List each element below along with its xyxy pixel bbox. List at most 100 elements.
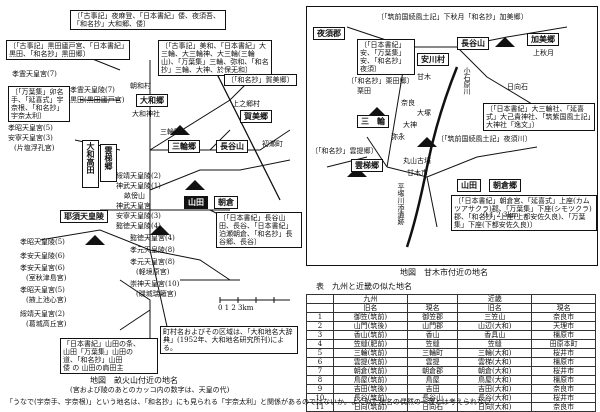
table-row-cell: 朝倉(筑前) bbox=[332, 366, 409, 376]
r-top-note: 〔「筑前国続風土記」下秋月「和名抄」加美郷〕 bbox=[377, 13, 528, 21]
r-amagi: 甘木 bbox=[417, 73, 431, 81]
r-daisenbo: 〔「筑前国続風土記」夜須川〕 bbox=[437, 135, 532, 143]
table-row-cell: 鳥屋(筑前) bbox=[332, 375, 409, 385]
r-asakura-box: 朝倉郷 bbox=[489, 179, 521, 192]
label-yamato-takada: 大和高田 bbox=[82, 140, 99, 188]
label-source-note: 町村名およびその区域は、「大和地名大辞典」(1952年、大和地名研究所刊)による… bbox=[160, 326, 298, 354]
table-row-cell: 奈良市 bbox=[531, 384, 596, 394]
r-scale: 0 1 2 3km bbox=[483, 211, 519, 219]
label-ofukushu: 〔「万葉集」卯名手、「延喜式」宇奈根、「和名抄」宇奈太利〕 bbox=[8, 86, 70, 122]
label-kesho: 畝傍山 bbox=[124, 192, 145, 200]
label-kamo: 〔「和名抄」賀美郷〕 bbox=[224, 74, 297, 86]
table-row-cell: 三輪町 bbox=[407, 348, 459, 358]
table-row-cell: 三笠山 bbox=[457, 312, 533, 322]
r-kumo-box: 雲梯郷 bbox=[351, 159, 383, 172]
table-row-cell: 三輪(大和) bbox=[457, 348, 533, 358]
label-kodaiki: 〔「古事記」夜麻登、「日本書紀」倭、夜須吾、「和名抄」大和郷、倭〕 bbox=[70, 10, 226, 30]
table-subheader-row-cell bbox=[306, 303, 334, 313]
label-rinzai: 孝元天皇陵(8) bbox=[130, 246, 175, 254]
r-nara: 奈良 bbox=[401, 99, 415, 107]
label-yamada-box: 山田 bbox=[184, 196, 208, 209]
table-row-cell: 日向(大和) bbox=[457, 402, 533, 412]
label-asakawa: 朝和村 bbox=[130, 82, 151, 90]
table-row-cell: 笠縫(肥前) bbox=[332, 339, 409, 349]
table-row-cell: 笠縫 bbox=[407, 339, 459, 349]
r-kodaiki: 〔「日本書紀」安、「万葉集」安、「和名抄」夜須〕 bbox=[357, 39, 415, 75]
table-row-cell: 吉田(筑後) bbox=[332, 384, 409, 394]
table-row-cell: 7 bbox=[306, 366, 334, 376]
label-korei-grave: 孝霊天皇陵(7) bbox=[70, 86, 115, 94]
r-ohata: 大塚 bbox=[417, 109, 431, 117]
label-kosho-palace: 孝昭天皇宮(5) bbox=[20, 286, 65, 294]
r-oomiwa: 大神 bbox=[403, 121, 417, 129]
label-miwa-box: 三輪郷 bbox=[168, 140, 200, 153]
table-row-cell: 奈良市 bbox=[531, 402, 596, 412]
label-hatsuse: 初瀬町 bbox=[262, 140, 283, 148]
table-row-cell: 雲提(筑前) bbox=[332, 357, 409, 367]
label-kakunin: 懿徳天皇陵(4) bbox=[116, 222, 161, 230]
right-map-caption: 地図 甘木市付近の地名 bbox=[400, 268, 488, 277]
r-jumei: 〔「和名抄」栗田郷〕 bbox=[347, 77, 414, 85]
label-suizei: 綏靖天皇陵(2) bbox=[116, 172, 161, 180]
table-row-cell: 日向石 bbox=[407, 402, 459, 412]
label-kosho-grave: 孝昭天皇陵(5) bbox=[20, 238, 65, 246]
label-korei-palace: 孝霊天皇宮(7) bbox=[12, 70, 57, 78]
label-kanshu: 〔「日本書紀」長谷山田、長谷、「日本書紀」泊瀬朝倉、「和名抄」長谷郷、長谷〕 bbox=[216, 212, 302, 248]
label-hand-note: 「日本書紀」山田の条、 山田「万葉集」山田の 道、「和名抄」山田 倭 の 山田の… bbox=[60, 338, 158, 374]
r-yamada-box: 山田 bbox=[457, 179, 481, 192]
label-itoku: 懿徳天皇宮(4) bbox=[130, 234, 175, 242]
r-hiraduka: 平塚川添遺跡 bbox=[397, 183, 405, 225]
table-row-cell: 鳥屋 bbox=[407, 375, 459, 385]
table-row-cell: 雲提 bbox=[407, 357, 459, 367]
label-scale: 0 1 2 3km bbox=[218, 304, 254, 312]
label-tensa: (軽境原宮) bbox=[136, 268, 170, 276]
table-row-cell: 朝倉郡 bbox=[407, 366, 459, 376]
table-row-cell: 6 bbox=[306, 357, 334, 367]
label-kuroda: 黒田(黒田廬戸宮) bbox=[70, 96, 125, 104]
table-row-cell: 8 bbox=[306, 375, 334, 385]
table-row-cell: 雲梯(大和) bbox=[457, 357, 533, 367]
table-row-cell: 9 bbox=[306, 384, 334, 394]
table-row-cell: 山門郡 bbox=[407, 321, 459, 331]
left-sub-caption: (宮および陵のあとのカッコ内の数字は、天皇の代) bbox=[70, 386, 230, 394]
table-row-cell: 山辺(大和) bbox=[457, 321, 533, 331]
label-yamato-box: 大和郷 bbox=[136, 94, 168, 107]
label-koan: 孝安天皇宮(6) bbox=[20, 264, 65, 272]
table-row-cell: 橿原市 bbox=[531, 357, 596, 367]
r-hasedera: 長谷山 bbox=[457, 37, 489, 50]
table-row-cell: 山門(筑後) bbox=[332, 321, 409, 331]
table-header-row-cell bbox=[306, 294, 334, 304]
label-anei-grave: 安寧天皇陵(3) bbox=[116, 212, 161, 220]
table-subheader-row-cell: 旧名 bbox=[332, 303, 409, 313]
label-upper-left: 〔「古事記」黒田廬戸宮、「日本書紀」黒田、「和名抄」黒田郷〕 bbox=[6, 40, 130, 60]
label-suijin: 崇神天皇宮(10) bbox=[130, 280, 180, 288]
label-ueno: 上之郷村 bbox=[232, 100, 260, 108]
r-yano: 弥永 bbox=[391, 133, 405, 141]
r-yasugun: 夜須郡 bbox=[313, 27, 345, 40]
label-unebi-box: 耶須天皇陵 bbox=[60, 210, 108, 223]
r-koga: 〔「日本書紀」朝倉宮、「延喜式」上座(カムツアサクラ)郡、「万葉集」下座(シモツ… bbox=[451, 195, 597, 231]
label-ankan: 安寧天皇宮(3) bbox=[8, 134, 53, 142]
r-yamanoue: 丸山古墳 bbox=[403, 157, 431, 165]
table-header-row-cell: 近畿 bbox=[457, 294, 533, 304]
r-hita: 日向石 bbox=[507, 83, 528, 91]
label-yoshino: 〔「古事記」美和、「日本書紀」大三輪、大三輪神、大三輪(三輪山)、「万葉集」三輪… bbox=[158, 40, 272, 76]
label-jimmu-palace: 神武天皇宮 bbox=[116, 202, 151, 210]
table-row-cell: 御笠郡 bbox=[407, 312, 459, 322]
table-row-cell: 香山 bbox=[407, 330, 459, 340]
r-miwa-shrine: 〔「日本書紀」大三輪社、「延喜式」大己貴神社、「筑紫国風土記」大神社「逸文」〕 bbox=[483, 103, 595, 131]
table-row-cell: 鳥屋(大和) bbox=[457, 375, 533, 385]
table-subheader-row-cell: 旧名 bbox=[457, 303, 533, 313]
left-map-caption: 地図 畝火山付近の地名 bbox=[90, 376, 178, 385]
label-asakura-box: 朝倉 bbox=[214, 196, 238, 209]
r-amagi-city: 甘木市 bbox=[407, 169, 428, 177]
table-row-cell: 5 bbox=[306, 348, 334, 358]
